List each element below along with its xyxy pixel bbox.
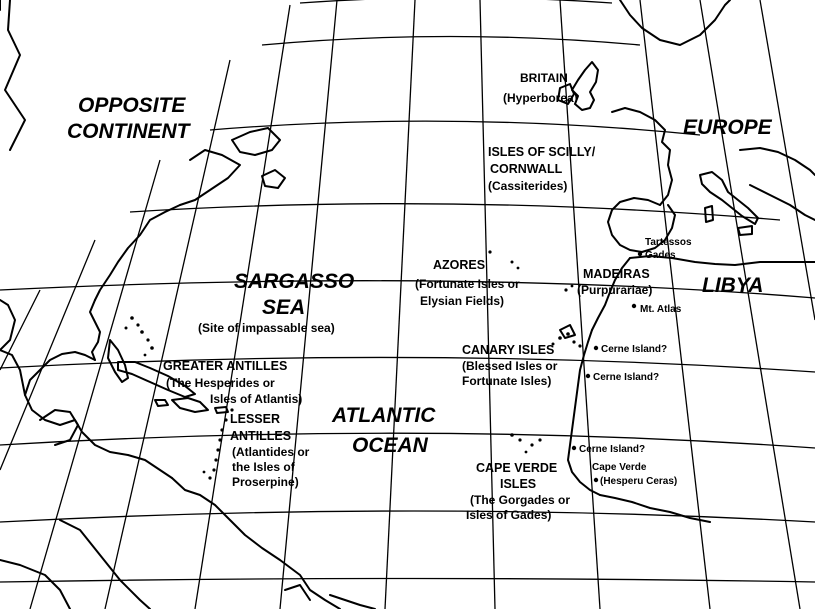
label-purpurariae: (Purpurariae) bbox=[577, 283, 652, 297]
mt-atlas-marker bbox=[631, 303, 637, 309]
label-blessed: (Blessed Isles or bbox=[462, 359, 558, 373]
label-greater-antilles: GREATER ANTILLES bbox=[163, 359, 287, 373]
label-cape-verde-isles: CAPE VERDE bbox=[476, 461, 557, 475]
label-atlantis: Isles of Atlantis) bbox=[210, 392, 302, 406]
label-azores: AZORES bbox=[433, 258, 485, 272]
caribbean-islands bbox=[124, 316, 234, 480]
label-proserpine: Proserpine) bbox=[232, 475, 299, 489]
label-isles: ISLES bbox=[500, 477, 536, 491]
coast-africa bbox=[284, 250, 815, 609]
label-lesser: LESSER bbox=[230, 412, 280, 426]
cerne-marker-3 bbox=[571, 445, 577, 451]
label-continent: CONTINENT bbox=[67, 120, 192, 143]
cerne-marker-1 bbox=[593, 345, 599, 351]
label-hyperborea: (Hyperborea) bbox=[503, 91, 578, 105]
label-mt-atlas: Mt. Atlas bbox=[640, 304, 682, 315]
place-markers bbox=[571, 251, 643, 483]
label-cerne-1: Cerne Island? bbox=[601, 344, 667, 355]
label-hesperides: (The Hesperides or bbox=[166, 376, 275, 390]
gades-marker bbox=[637, 251, 643, 257]
label-madeiras: MADEIRAS bbox=[583, 267, 650, 281]
label-ocean: OCEAN bbox=[352, 434, 429, 457]
label-fortunate: (Fortunate Isles or bbox=[415, 277, 520, 291]
label-europe: EUROPE bbox=[683, 116, 773, 139]
cape-verde-marker bbox=[593, 477, 599, 483]
coast-americas bbox=[0, 0, 341, 609]
label-hesperu-ceras: (Hesperu Ceras) bbox=[600, 476, 677, 487]
label-impassable: (Site of impassable sea) bbox=[198, 321, 335, 335]
graticule-parallels bbox=[0, 0, 815, 583]
cerne-marker-2 bbox=[585, 373, 591, 379]
label-isles-of-gades: Isles of Gades) bbox=[466, 508, 551, 522]
label-opposite: OPPOSITE bbox=[78, 94, 186, 117]
label-fortunate-isles: Fortunate Isles) bbox=[462, 374, 551, 388]
label-britain: BRITAIN bbox=[520, 71, 568, 85]
label-gades: Gades bbox=[645, 250, 676, 261]
label-gorgades: (The Gorgades or bbox=[470, 493, 570, 507]
label-atlantides: (Atlantides or bbox=[232, 445, 310, 459]
label-sargasso: SARGASSO bbox=[234, 270, 354, 293]
label-antilles: ANTILLES bbox=[230, 429, 291, 443]
label-isles-of: the Isles of bbox=[232, 460, 296, 474]
label-canary: CANARY ISLES bbox=[462, 343, 554, 357]
label-libya: LIBYA bbox=[702, 274, 763, 297]
coast-europe bbox=[557, 0, 815, 253]
label-cerne-2: Cerne Island? bbox=[593, 372, 659, 383]
label-scilly: ISLES OF SCILLY/ bbox=[488, 145, 596, 159]
label-elysian: Elysian Fields) bbox=[420, 294, 504, 308]
label-tartessos: Tartessos bbox=[645, 237, 692, 248]
label-cornwall: CORNWALL bbox=[490, 162, 563, 176]
label-cape-verde-coast: Cape Verde bbox=[592, 462, 647, 473]
label-atlantic: ATLANTIC bbox=[331, 404, 436, 427]
label-cassiterides: (Cassiterides) bbox=[488, 179, 567, 193]
label-sea: SEA bbox=[262, 296, 305, 319]
label-cerne-3: Cerne Island? bbox=[579, 444, 645, 455]
